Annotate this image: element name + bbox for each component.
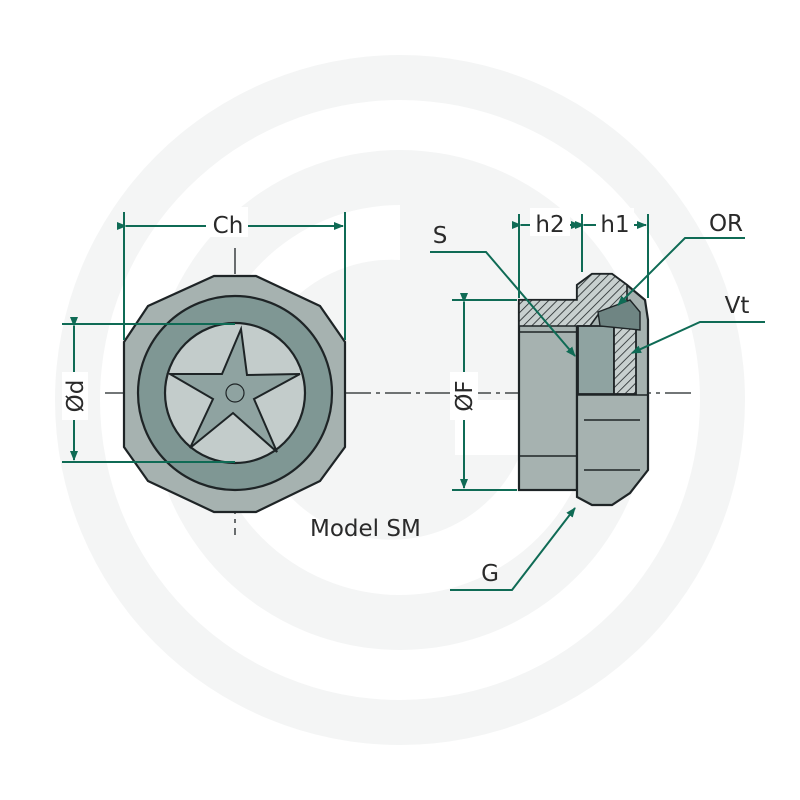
vt-label: Vt (725, 293, 750, 319)
f-label: ØF (452, 380, 478, 411)
or-label: OR (709, 211, 743, 237)
s-label: S (433, 223, 448, 249)
threaded-body (517, 298, 579, 492)
g-label: G (481, 561, 499, 587)
h1-label: h1 (600, 212, 629, 238)
or-leader-line (617, 237, 745, 306)
front-view: Ch Ød Model SM (62, 207, 695, 542)
vt-leader-line (631, 321, 765, 354)
ch-label: Ch (213, 213, 244, 239)
side-section-view: h2 h1 ØF S OR Vt G (430, 208, 765, 591)
section-hatch-top (518, 273, 628, 327)
d-label: Ød (63, 380, 89, 413)
screen-insert (577, 325, 615, 395)
g-leader-line (450, 507, 576, 591)
model-label: Model SM (310, 516, 421, 542)
h2-label: h2 (535, 212, 564, 238)
center-boss (225, 383, 245, 403)
s-leader-line (430, 251, 576, 357)
